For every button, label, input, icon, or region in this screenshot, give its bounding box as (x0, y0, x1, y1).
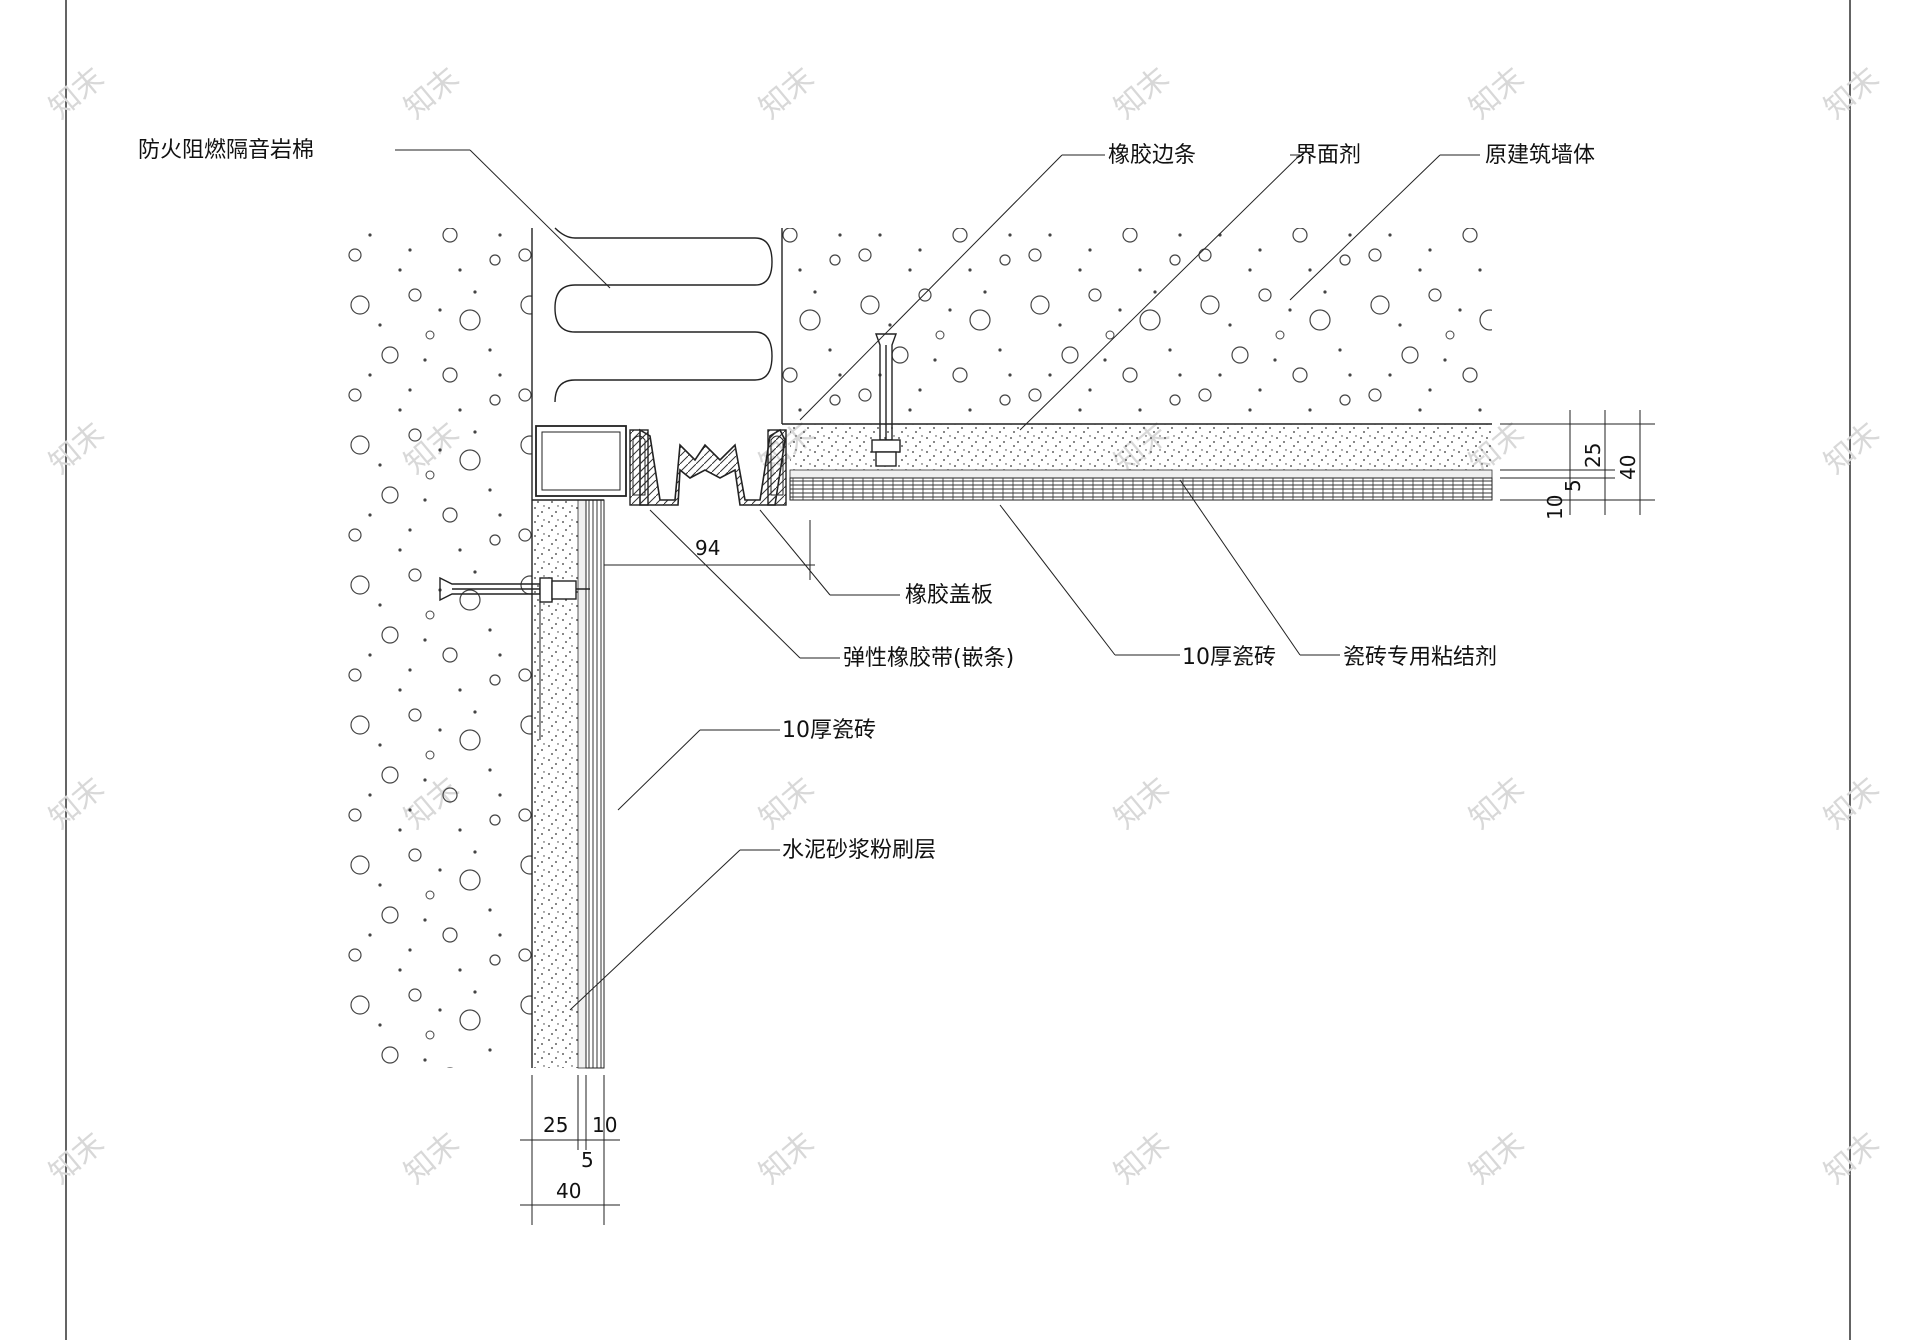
label-elastic-rubber-strip: 弹性橡胶带(嵌条) (843, 646, 1014, 671)
label-rock-wool: 防火阻燃隔音岩棉 (138, 138, 314, 163)
dim-v-25: 25 (543, 1113, 568, 1137)
rubber-edge-strip-left (629, 429, 649, 506)
vertical-adhesive-layer (577, 499, 587, 1069)
horizontal-tile-layer (789, 477, 1493, 501)
leader-lines (395, 149, 1480, 1011)
watermark-text: 知末 (1818, 61, 1886, 126)
anchor-bolt-top (871, 333, 901, 467)
label-tile-adhesive: 瓷砖专用粘结剂 (1343, 645, 1497, 670)
dimension-lines (520, 410, 1655, 1225)
watermark-text: 知末 (1818, 771, 1886, 836)
watermark-text: 知末 (398, 1126, 466, 1191)
label-original-wall: 原建筑墙体 (1485, 143, 1595, 168)
watermark-text: 知末 (753, 771, 821, 836)
watermark-text: 知末 (753, 1126, 821, 1191)
left-wall-concrete (340, 228, 532, 1068)
watermark-text: 知末 (43, 771, 111, 836)
horizontal-mortar-layer (790, 424, 1492, 470)
dim-v-40: 40 (556, 1179, 581, 1203)
right-wall-concrete (782, 228, 1492, 424)
dim-v-5: 5 (581, 1148, 594, 1172)
watermark-text: 知末 (1818, 1126, 1886, 1191)
horizontal-adhesive-layer (789, 469, 1493, 479)
watermark-text: 知末 (1108, 1126, 1176, 1191)
label-tile-vertical: 10厚瓷砖 (782, 718, 876, 743)
dim-gap-94: 94 (695, 536, 720, 560)
label-cement-mortar: 水泥砂浆粉刷层 (782, 838, 936, 863)
watermark-text: 知末 (1108, 771, 1176, 836)
metal-profile (535, 425, 627, 497)
dim-h-40: 40 (1616, 455, 1640, 480)
label-interface-agent: 界面剂 (1295, 143, 1361, 168)
watermark-text: 知末 (1108, 61, 1176, 126)
rubber-edge-strip-right (767, 429, 787, 506)
watermark-text: 知末 (398, 61, 466, 126)
anchor-bolt-left (439, 576, 590, 740)
watermark-text: 知末 (1818, 416, 1886, 481)
label-rubber-edge: 橡胶边条 (1108, 143, 1196, 168)
dim-h-25: 25 (1581, 443, 1605, 468)
watermark-text: 知末 (1463, 1126, 1531, 1191)
annotation-labels: 防火阻燃隔音岩棉 橡胶边条 界面剂 原建筑墙体 橡胶盖板 弹性橡胶带(嵌条) 1… (138, 138, 1595, 863)
dim-v-10: 10 (592, 1113, 617, 1137)
watermark-text: 知末 (1463, 61, 1531, 126)
watermark-text: 知末 (43, 61, 111, 126)
vertical-tile-layer (585, 499, 605, 1069)
label-rubber-cover: 橡胶盖板 (905, 583, 993, 608)
dimension-texts: 94 25 40 10 5 25 10 5 40 (543, 443, 1640, 1203)
rock-wool-infill (554, 227, 773, 403)
dim-h-10: 10 (1543, 495, 1567, 520)
watermark-text: 知末 (43, 1126, 111, 1191)
watermark-text: 知末 (753, 61, 821, 126)
dim-h-5: 5 (1561, 479, 1585, 492)
metal-profile-inner (541, 431, 621, 491)
label-tile-horizontal: 10厚瓷砖 (1182, 645, 1276, 670)
watermark-text: 知末 (43, 416, 111, 481)
watermark-text: 知末 (1463, 771, 1531, 836)
